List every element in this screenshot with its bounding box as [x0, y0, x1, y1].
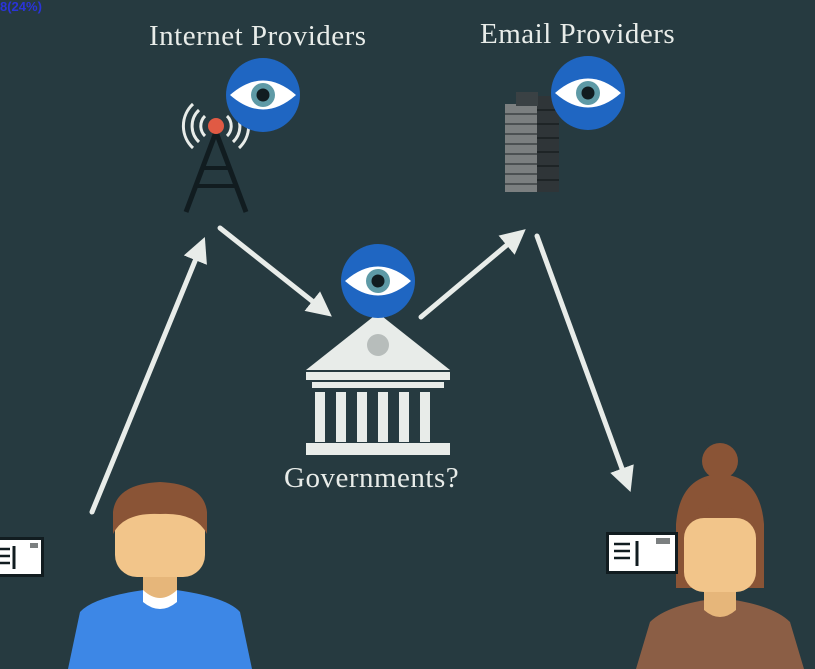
person-icon	[636, 443, 804, 669]
progress-overlay-text: 8(24%)	[0, 0, 42, 14]
envelope-icon	[606, 532, 678, 574]
governments-label: Governments?	[284, 462, 460, 494]
email-providers-label: Email Providers	[480, 18, 676, 50]
flow-arrows	[89, 225, 634, 515]
internet-providers-label: Internet Providers	[149, 20, 367, 52]
eye-icon	[226, 58, 300, 132]
envelope-icon	[0, 537, 44, 577]
server-building-icon	[505, 92, 559, 192]
government-building-icon	[306, 313, 450, 455]
arrow-sender-to-isp	[89, 237, 207, 515]
eye-icon	[551, 56, 625, 130]
person-icon	[68, 482, 252, 669]
arrow-isp-to-government	[217, 225, 332, 317]
arrow-email-provider-to-recipient	[534, 233, 634, 493]
arrow-government-to-email-provider	[418, 229, 526, 320]
eye-icon	[341, 244, 415, 318]
